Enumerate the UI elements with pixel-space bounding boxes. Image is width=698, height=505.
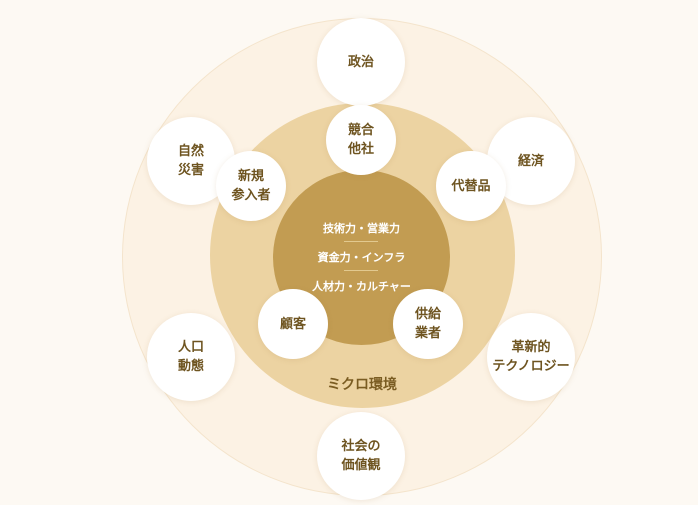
core-line-people-culture: 人材力・カルチャー (312, 280, 411, 293)
macro-factor-social-values: 社会の 価値観 (317, 412, 405, 500)
micro-factor-customers: 顧客 (258, 289, 328, 359)
micro-factor-new-entrants: 新規 参入者 (216, 151, 286, 221)
core-line-tech-sales: 技術力・営業力 (323, 222, 400, 235)
micro-environment-label: ミクロ環境 (327, 377, 397, 393)
micro-factor-substitutes: 代替品 (436, 151, 506, 221)
core-divider (344, 270, 378, 271)
core-divider (344, 241, 378, 242)
macro-factor-technology: 革新的 テクノロジー (487, 313, 575, 401)
macro-factor-politics: 政治 (317, 18, 405, 106)
micro-factor-competitors: 競合 他社 (326, 105, 396, 175)
micro-factor-suppliers: 供給 業者 (393, 289, 463, 359)
macro-factor-demographics: 人口 動態 (147, 313, 235, 401)
core-line-capital-infra: 資金力・インフラ (317, 251, 406, 264)
